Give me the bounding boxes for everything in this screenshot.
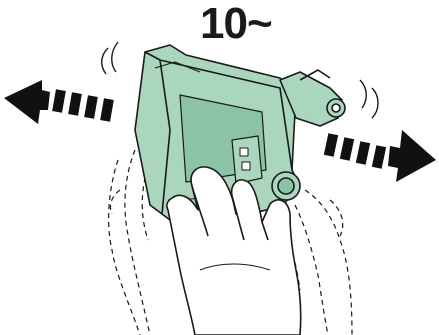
shake-right-arrow-icon: [324, 130, 436, 182]
shake-left-arrow-icon: [4, 80, 114, 124]
